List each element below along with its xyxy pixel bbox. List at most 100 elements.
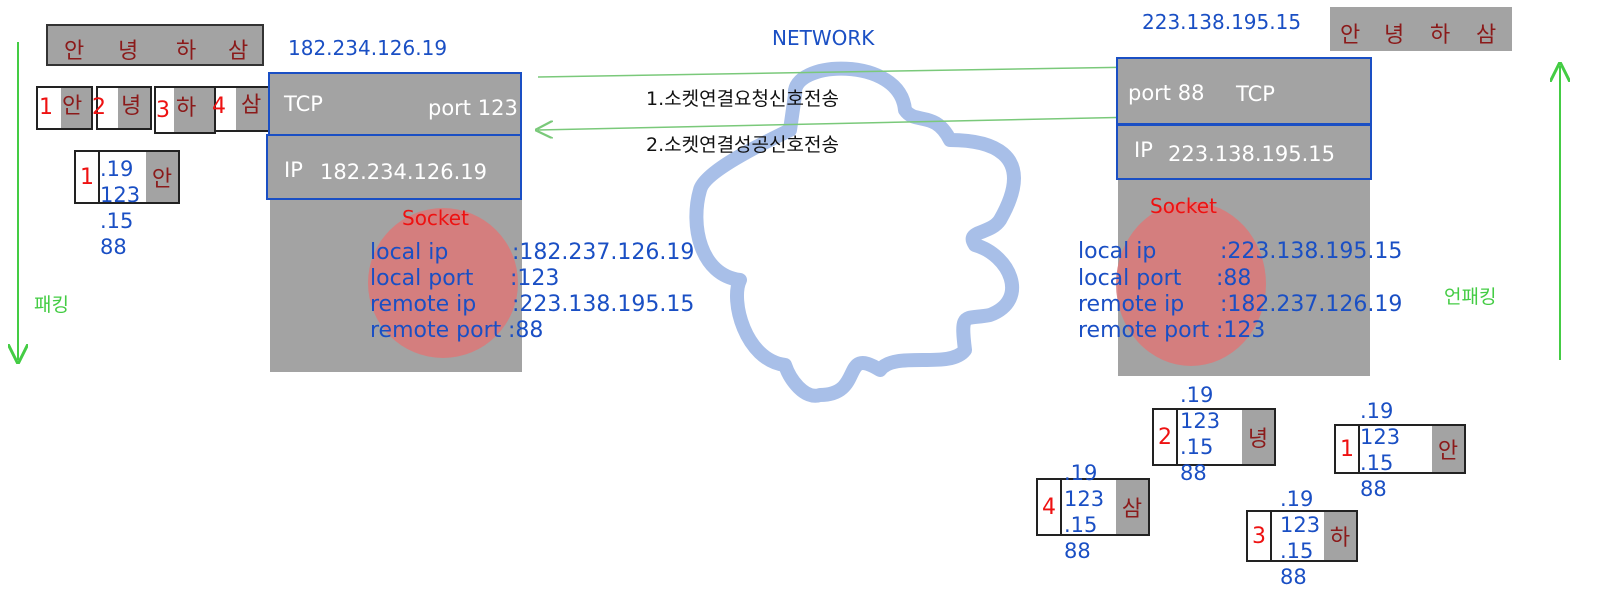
packet-header-line: .19 [1360, 399, 1394, 423]
network-label: NETWORK [772, 26, 875, 50]
right-socket-key: remote ip [1078, 292, 1185, 317]
packet-header-line: 123 [1360, 425, 1401, 449]
left-socket-key: local port [370, 266, 474, 291]
right-message-char: 하 [1430, 23, 1451, 48]
right-packet-header: .19 123 .15 88 [1064, 460, 1104, 564]
segment-char: 안 [62, 94, 83, 119]
packet-header-line: .15 [1280, 539, 1314, 563]
packet-char: 하 [1324, 512, 1356, 560]
packet-header-line: 88 [1180, 461, 1207, 485]
left-socket-value: :223.138.195.15 [512, 292, 695, 317]
segment-char: 하 [176, 96, 197, 121]
right-packet: 1 안 [1334, 424, 1466, 474]
left-socket-value: :182.237.126.19 [512, 240, 695, 265]
right-socket-title: Socket [1150, 194, 1217, 218]
packet-char: 안 [146, 152, 178, 202]
right-host-ip: 223.138.195.15 [1142, 10, 1302, 34]
right-packet: 4 삼 [1036, 478, 1150, 536]
segment-number: 2 [92, 95, 106, 120]
packet-header-line: 88 [1280, 565, 1307, 589]
right-socket-key: local port [1078, 266, 1182, 291]
packet-header-line: .15 [100, 209, 134, 233]
right-packet-header: .19 123 .15 88 [1360, 398, 1400, 502]
left-socket-value: :88 [508, 318, 544, 343]
right-socket-value: :182.237.126.19 [1220, 292, 1403, 317]
packet-header-line: .15 [1180, 435, 1214, 459]
packet-header-line: .19 [1280, 487, 1314, 511]
left-message-char: 하 [176, 39, 197, 64]
ip-label: IP [1134, 138, 1153, 162]
packet-number: 1 [76, 152, 100, 202]
packet-header-line: 123 [100, 183, 141, 207]
right-socket-key: local ip [1078, 239, 1157, 264]
packet-char: 삼 [1116, 480, 1148, 534]
arrow-connect-request [537, 67, 1140, 78]
segment-number: 3 [156, 98, 170, 123]
left-packet-header: .19 123 .15 88 [100, 156, 140, 260]
packet-header-line: 123 [1280, 513, 1321, 537]
segment-char: 삼 [241, 93, 262, 118]
packet-number: 3 [1248, 512, 1272, 560]
ip-value: 182.234.126.19 [320, 160, 487, 184]
left-socket-circle [368, 208, 518, 358]
left-segment: 2 녕 [92, 86, 152, 130]
right-message-char: 삼 [1476, 23, 1497, 48]
packet-header-line: .15 [1360, 451, 1394, 475]
right-packet-header: .19 123 .15 88 [1280, 486, 1320, 590]
packet-char: 녕 [1242, 410, 1274, 464]
left-socket-key: remote port [370, 318, 502, 343]
message-connect-request: 1.소켓연결요청신호전송 [646, 88, 839, 110]
left-socket-value: :123 [510, 266, 560, 291]
packet-header-line: 123 [1180, 409, 1221, 433]
right-ip-layer: IP 223.138.195.15 [1116, 124, 1372, 180]
segment-number: 4 [212, 94, 226, 119]
packet-number: 2 [1154, 410, 1178, 464]
tcp-label: TCP [1236, 82, 1275, 106]
port-label: port 88 [1128, 81, 1205, 105]
ip-label: IP [284, 158, 303, 182]
packet-number: 4 [1038, 480, 1062, 534]
left-segment: 4 삼 [212, 86, 270, 132]
left-tcp-layer: TCP port 123 [268, 72, 522, 136]
network-cloud [689, 61, 1021, 403]
right-packet: 3 하 [1246, 510, 1358, 562]
right-packet: 2 녕 [1152, 408, 1276, 466]
port-label: port 123 [428, 96, 518, 120]
left-segment: 1 안 [36, 86, 93, 130]
packet-header-line: 123 [1064, 487, 1105, 511]
left-socket-key: remote ip [370, 292, 477, 317]
right-socket-value: :223.138.195.15 [1220, 239, 1403, 264]
left-segment: 3 하 [154, 86, 216, 134]
left-message-char: 삼 [228, 39, 249, 64]
packet-char: 안 [1432, 426, 1464, 472]
right-socket-key: remote port [1078, 318, 1210, 343]
unpacking-label: 언패킹 [1444, 286, 1497, 308]
left-ip-layer: IP 182.234.126.19 [266, 134, 522, 200]
segment-char: 녕 [121, 94, 142, 119]
packet-header-line: .19 [100, 157, 134, 181]
right-socket-circle [1116, 202, 1266, 366]
ip-value: 223.138.195.15 [1168, 142, 1335, 166]
left-socket-key: local ip [370, 240, 449, 265]
packet-header-line: .19 [1180, 383, 1214, 407]
message-connect-success: 2.소켓연결성공신호전송 [646, 134, 839, 156]
packet-number: 1 [1336, 426, 1360, 472]
right-packet-header: .19 123 .15 88 [1180, 382, 1220, 486]
packet-header-line: .19 [1064, 461, 1098, 485]
right-message-box: 안 녕 하 삼 [1330, 7, 1512, 51]
left-message-box: 안 녕 하 삼 [46, 24, 264, 66]
tcp-label: TCP [284, 92, 323, 116]
packing-label: 패킹 [34, 294, 69, 316]
left-packet: 1 안 [74, 150, 180, 204]
right-message-char: 안 [1340, 23, 1361, 48]
packet-header-line: 88 [100, 235, 127, 259]
arrow-connect-success [538, 116, 1141, 130]
left-message-char: 녕 [118, 39, 139, 64]
right-socket-value: :88 [1216, 266, 1252, 291]
right-socket-value: :123 [1216, 318, 1266, 343]
packet-header-line: 88 [1360, 477, 1387, 501]
right-tcp-layer: port 88 TCP [1116, 57, 1372, 125]
left-message-char: 안 [64, 39, 85, 64]
segment-number: 1 [39, 95, 53, 120]
